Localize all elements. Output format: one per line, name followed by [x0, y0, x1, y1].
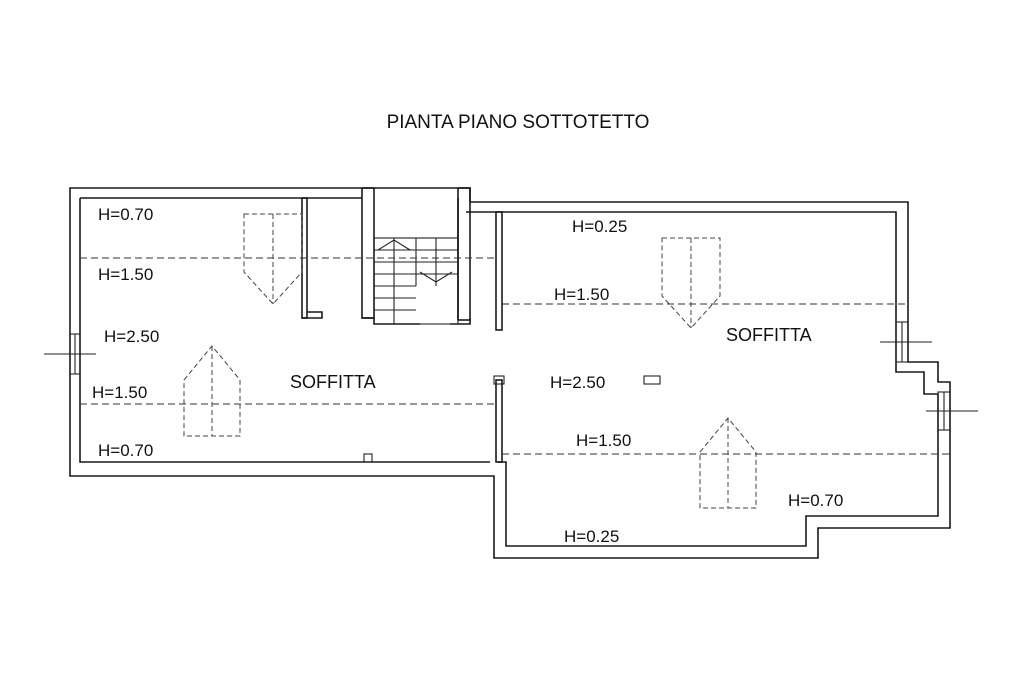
skylight-symbols	[183, 213, 757, 509]
height-label: H=1.50	[92, 383, 147, 402]
height-lines	[80, 257, 950, 455]
staircase	[373, 237, 459, 325]
height-label: H=2.50	[104, 327, 159, 346]
small-fixture-vent	[643, 375, 661, 385]
stair-walls	[301, 187, 505, 463]
height-label: H=2.50	[550, 373, 605, 392]
windows	[44, 321, 978, 431]
plan-title: PIANTA PIANO SOTTOTETTO	[387, 112, 650, 133]
room-label-left: SOFFITTA	[290, 372, 376, 392]
room-label-right: SOFFITTA	[726, 325, 812, 345]
height-label: H=0.70	[98, 205, 153, 224]
height-label: H=1.50	[554, 285, 609, 304]
height-label: H=1.50	[98, 265, 153, 284]
height-label: H=0.25	[572, 217, 627, 236]
height-label: H=1.50	[576, 431, 631, 450]
height-label: H=0.25	[564, 527, 619, 546]
height-label: H=0.70	[788, 491, 843, 510]
height-label: H=0.70	[98, 441, 153, 460]
small-fixture	[363, 453, 373, 463]
